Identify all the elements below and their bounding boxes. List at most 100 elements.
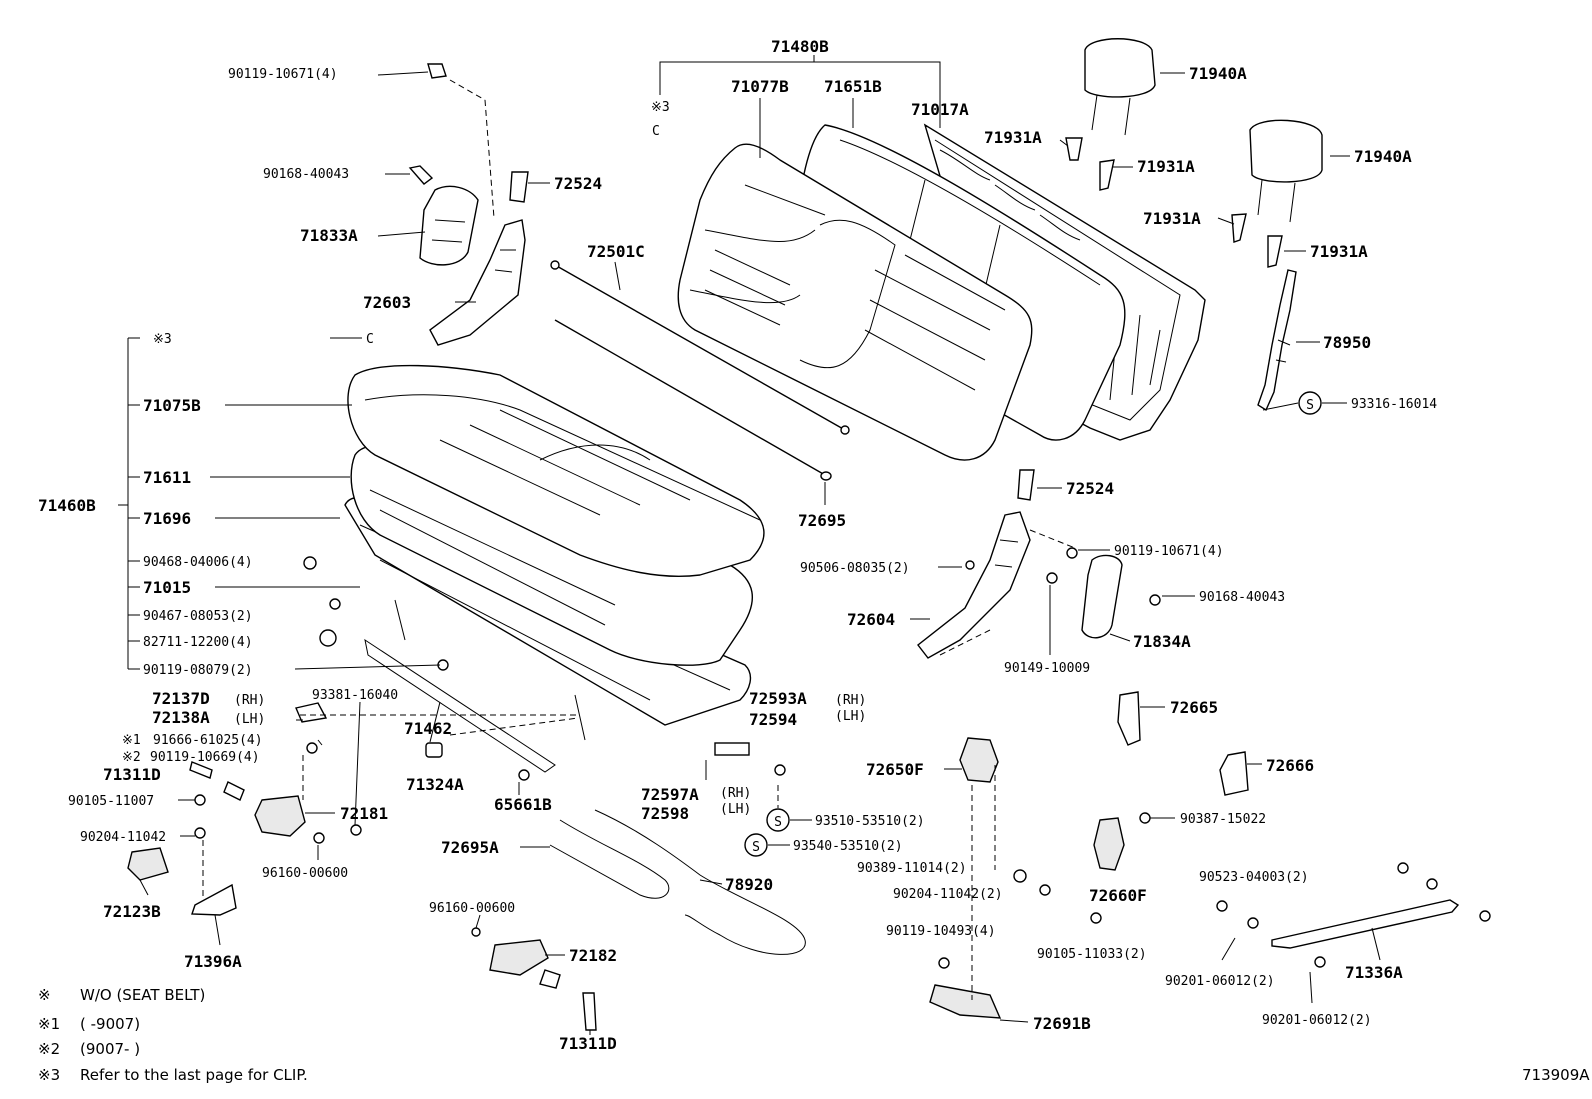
label-72691B: 72691B bbox=[1033, 1014, 1091, 1033]
label-90468-04006: 90468-04006(4) bbox=[143, 555, 253, 570]
clip-symbol: C bbox=[652, 124, 660, 139]
label-71460B: 71460B bbox=[38, 496, 96, 515]
label-90201-06012-2: 90201-06012(2) bbox=[1262, 1013, 1372, 1028]
cable-72695A bbox=[549, 819, 670, 899]
seal-letter: S bbox=[1306, 398, 1314, 413]
recliner-72603 bbox=[429, 219, 526, 346]
wire-71462 bbox=[364, 638, 556, 773]
label-90105-11007: 90105-11007 bbox=[68, 794, 154, 809]
plate-72691B bbox=[929, 984, 1002, 1019]
label-72138A-side: (LH) bbox=[234, 712, 265, 727]
headrest-71940A-lower bbox=[1249, 119, 1323, 223]
hinge-cover-71833A bbox=[419, 185, 479, 266]
leader-lines bbox=[118, 55, 1381, 1035]
label-93510-53510: 93510-53510(2) bbox=[815, 814, 925, 829]
recliner-72604 bbox=[917, 511, 1031, 659]
hinge-72182 bbox=[489, 939, 549, 976]
label-72604: 72604 bbox=[847, 610, 895, 629]
label-72660F: 72660F bbox=[1089, 886, 1147, 905]
collar-bottom bbox=[539, 969, 561, 989]
label-93316-16014: 93316-16014 bbox=[1351, 397, 1437, 412]
label-72665: 72665 bbox=[1170, 698, 1218, 717]
label-90389-11014: 90389-11014(2) bbox=[857, 861, 967, 876]
label-71931A-4: 71931A bbox=[1310, 242, 1368, 261]
label-90105-11033: 90105-11033(2) bbox=[1037, 947, 1147, 962]
label-72524-mid: 72524 bbox=[1066, 479, 1114, 498]
part-labels: 90119-10671(4) 90168-40043 72524 71833A … bbox=[38, 37, 1437, 1053]
label-71311D-bottom: 71311D bbox=[559, 1034, 617, 1053]
note-2-mark: ※2 bbox=[38, 1040, 60, 1058]
label-71462: 71462 bbox=[404, 719, 452, 738]
label-90119-08079: 90119-08079(2) bbox=[143, 663, 253, 678]
footnotes: ※ W/O (SEAT BELT) ※1 ( -9007) ※2 (9007- … bbox=[38, 986, 308, 1084]
cover-72665 bbox=[1117, 691, 1141, 746]
label-90168-40043-top: 90168-40043 bbox=[263, 167, 349, 182]
bracket-71396A bbox=[191, 883, 237, 916]
label-90149-10009: 90149-10009 bbox=[1004, 661, 1090, 676]
label-72695A: 72695A bbox=[441, 838, 499, 857]
label-71833A: 71833A bbox=[300, 226, 358, 245]
label-72594: 72594 bbox=[749, 710, 797, 729]
label-72597A-side: (RH) bbox=[720, 786, 751, 801]
label-71336A: 71336A bbox=[1345, 963, 1403, 982]
hinge-72181 bbox=[254, 795, 306, 837]
note-1-mark: ※1 bbox=[38, 1015, 60, 1033]
label-71324A: 71324A bbox=[406, 775, 464, 794]
label-90204-11042-mid: 90204-11042(2) bbox=[893, 887, 1003, 902]
label-71931A-1: 71931A bbox=[984, 128, 1042, 147]
label-71931A-3: 71931A bbox=[1143, 209, 1201, 228]
lock-72650F bbox=[959, 737, 999, 783]
label-91666-61025: 91666-61025(4) bbox=[153, 733, 263, 748]
label-90119-10669-mark: ※2 bbox=[122, 750, 141, 765]
label-71311D-left: 71311D bbox=[103, 765, 161, 784]
label-90119-10669: 90119-10669(4) bbox=[150, 750, 260, 765]
label-72593A-side: (RH) bbox=[835, 693, 866, 708]
fasteners bbox=[194, 547, 1491, 969]
cover-72137D-72138A bbox=[295, 702, 328, 723]
seat-back-cover-71077B bbox=[677, 143, 1033, 461]
rod-72501C bbox=[550, 260, 850, 435]
label-72501C: 72501C bbox=[587, 242, 645, 261]
collar-71324A bbox=[425, 742, 443, 758]
label-72182: 72182 bbox=[569, 946, 617, 965]
label-90119-10493: 90119-10493(4) bbox=[886, 924, 996, 939]
note-wo-mark: ※ bbox=[38, 986, 51, 1004]
label-96160-00600-mid: 96160-00600 bbox=[429, 901, 515, 916]
label-71611: 71611 bbox=[143, 468, 191, 487]
rod-72695 bbox=[554, 319, 832, 481]
headrest-71940A-upper bbox=[1084, 38, 1156, 136]
headrest-support-71931A bbox=[1065, 137, 1283, 268]
note-1-text: ( -9007) bbox=[80, 1015, 140, 1033]
label-72138A: 72138A bbox=[152, 708, 210, 727]
label-72650F: 72650F bbox=[866, 760, 924, 779]
label-93540-53510: 93540-53510(2) bbox=[793, 839, 903, 854]
seal-mark-93316: S bbox=[1298, 391, 1322, 415]
label-71015: 71015 bbox=[143, 578, 191, 597]
label-71396A: 71396A bbox=[184, 952, 242, 971]
bar-71336A bbox=[1271, 899, 1460, 949]
seal-letter: S bbox=[752, 840, 760, 855]
striker-72660F bbox=[1093, 817, 1125, 871]
label-82711-12200: 82711-12200(4) bbox=[143, 635, 253, 650]
clip-symbol: C bbox=[366, 332, 374, 347]
hinge-cover-71834A bbox=[1081, 554, 1123, 639]
label-93381-16040: 93381-16040 bbox=[312, 688, 398, 703]
label-90467-08053: 90467-08053(2) bbox=[143, 609, 253, 624]
label-90168-40043-mid: 90168-40043 bbox=[1199, 590, 1285, 605]
label-71017A: 71017A bbox=[911, 100, 969, 119]
label-72524-top: 72524 bbox=[554, 174, 602, 193]
bolt-90119-10671-top bbox=[427, 63, 447, 79]
label-72137D: 72137D bbox=[152, 689, 210, 708]
label-90387-15022: 90387-15022 bbox=[1180, 812, 1266, 827]
label-71480B: 71480B bbox=[771, 37, 829, 56]
seal-mark-93510: S bbox=[766, 808, 790, 832]
cover-72123B bbox=[127, 847, 169, 881]
label-78920: 78920 bbox=[725, 875, 773, 894]
label-90119-10671-top: 90119-10671(4) bbox=[228, 67, 338, 82]
label-71940A-upper: 71940A bbox=[1189, 64, 1247, 83]
collar-left bbox=[223, 781, 245, 801]
note-3-text: Refer to the last page for CLIP. bbox=[80, 1066, 308, 1084]
label-90506-08035: 90506-08035(2) bbox=[800, 561, 910, 576]
label-72137D-side: (RH) bbox=[234, 693, 265, 708]
